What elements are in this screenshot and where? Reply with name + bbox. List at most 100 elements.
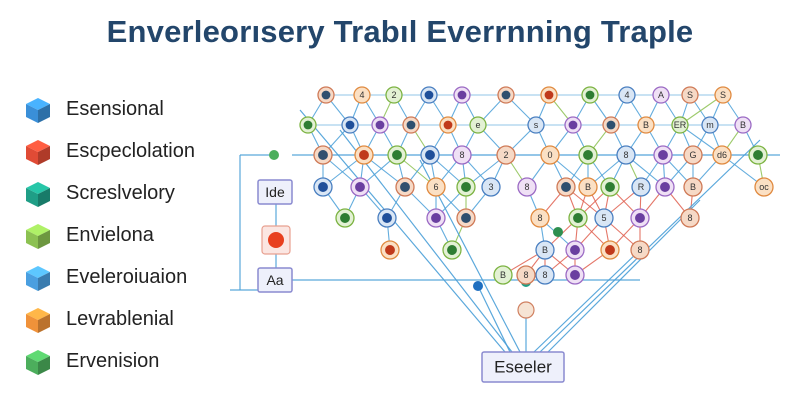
- node-dot: [443, 120, 453, 130]
- graph-node[interactable]: 2: [496, 145, 516, 165]
- graph-node[interactable]: 8: [452, 145, 472, 165]
- graph-node[interactable]: [380, 240, 400, 260]
- graph-node[interactable]: 8: [680, 208, 700, 228]
- graph-node[interactable]: 3: [481, 177, 501, 197]
- graph-node[interactable]: [600, 240, 620, 260]
- graph-node[interactable]: 5: [594, 208, 614, 228]
- graph-node[interactable]: [354, 145, 374, 165]
- legend-label: Levrablenial: [66, 308, 174, 330]
- graph-node[interactable]: [350, 177, 370, 197]
- graph-node[interactable]: 8: [535, 265, 555, 285]
- graph-node[interactable]: 2: [385, 86, 403, 104]
- node-circle: [680, 208, 700, 228]
- graph-node[interactable]: 4: [353, 86, 371, 104]
- graph-node[interactable]: [402, 116, 420, 134]
- graph-node[interactable]: m: [701, 116, 719, 134]
- graph-node[interactable]: [581, 86, 599, 104]
- bottom-node[interactable]: [517, 301, 535, 319]
- graph-node[interactable]: [456, 208, 476, 228]
- graph-node[interactable]: B: [578, 177, 598, 197]
- graph-node[interactable]: [653, 145, 673, 165]
- graph-node[interactable]: B: [734, 116, 752, 134]
- graph-node[interactable]: B: [535, 240, 555, 260]
- graph-node[interactable]: [371, 116, 389, 134]
- node-dot: [340, 213, 350, 223]
- graph-node[interactable]: 8: [516, 265, 536, 285]
- graph-node[interactable]: 8: [530, 208, 550, 228]
- graph-node[interactable]: 4: [618, 86, 636, 104]
- graph-node[interactable]: ER: [671, 116, 689, 134]
- node-dot: [753, 150, 763, 160]
- graph-node[interactable]: [387, 145, 407, 165]
- node-dot: [392, 150, 402, 160]
- graph-node[interactable]: d6: [712, 145, 732, 165]
- node-dot: [321, 90, 331, 100]
- graph-node[interactable]: [456, 177, 476, 197]
- graph-node[interactable]: [377, 208, 397, 228]
- graph-node[interactable]: [395, 177, 415, 197]
- graph-node[interactable]: [600, 177, 620, 197]
- graph-node[interactable]: [630, 208, 650, 228]
- node-label: B: [542, 245, 548, 255]
- graph-node[interactable]: [748, 145, 768, 165]
- graph-node[interactable]: [313, 145, 333, 165]
- graph-node[interactable]: 8: [517, 177, 537, 197]
- graph-node[interactable]: [453, 86, 471, 104]
- graph-node[interactable]: [556, 177, 576, 197]
- graph-node[interactable]: B: [637, 116, 655, 134]
- graph-node[interactable]: e: [469, 116, 487, 134]
- graph-node[interactable]: [568, 208, 588, 228]
- graph-node[interactable]: B: [683, 177, 703, 197]
- graph-node[interactable]: G: [683, 145, 703, 165]
- legend-item: Screslvelory: [22, 176, 252, 218]
- graph-node[interactable]: [565, 265, 585, 285]
- graph-node[interactable]: [426, 208, 446, 228]
- graph-node[interactable]: [578, 145, 598, 165]
- graph-node[interactable]: s: [527, 116, 545, 134]
- node-dot: [658, 150, 668, 160]
- legend-item: Ervenision: [22, 344, 252, 386]
- graph-node[interactable]: [313, 177, 333, 197]
- boxes-layer: Ide Aa Eseeler: [257, 179, 565, 383]
- legend-label: Eveleroiuaion: [66, 266, 188, 288]
- graph-node[interactable]: [335, 208, 355, 228]
- node-dot: [318, 150, 328, 160]
- node-dot: [605, 245, 615, 255]
- node-label: 4: [624, 90, 629, 100]
- graph-node[interactable]: R: [631, 177, 651, 197]
- node-circle: [734, 116, 752, 134]
- graph-node[interactable]: [420, 86, 438, 104]
- output-box[interactable]: [481, 351, 565, 383]
- graph-node[interactable]: [655, 177, 675, 197]
- graph-node[interactable]: [602, 116, 620, 134]
- graph-node[interactable]: oc: [754, 177, 774, 197]
- node-dot: [461, 182, 471, 192]
- legend-label: Escpeclolation: [66, 140, 195, 162]
- graph-node[interactable]: [341, 116, 359, 134]
- ide-box[interactable]: [257, 179, 293, 205]
- graph-node[interactable]: [439, 116, 457, 134]
- node-label: ER: [674, 120, 687, 130]
- node-circle: [754, 177, 774, 197]
- graph-node[interactable]: [420, 145, 440, 165]
- node-label: R: [638, 182, 645, 192]
- node-circle: [681, 86, 699, 104]
- legend-item: Esensional: [22, 92, 252, 134]
- graph-node[interactable]: [442, 240, 462, 260]
- graph-node[interactable]: [565, 240, 585, 260]
- graph-node[interactable]: B: [493, 265, 513, 285]
- graph-node[interactable]: 6: [426, 177, 446, 197]
- graph-node[interactable]: 8: [616, 145, 636, 165]
- graph-node[interactable]: 0: [540, 145, 560, 165]
- aa-box[interactable]: [257, 267, 293, 293]
- graph-node[interactable]: [497, 86, 515, 104]
- graph-node[interactable]: S: [681, 86, 699, 104]
- graph-node[interactable]: [540, 86, 558, 104]
- node-dot: [660, 182, 670, 192]
- graph-node[interactable]: [299, 116, 317, 134]
- graph-node[interactable]: 8: [630, 240, 650, 260]
- graph-node[interactable]: [564, 116, 582, 134]
- graph-node[interactable]: [317, 86, 335, 104]
- graph-node[interactable]: A: [652, 86, 670, 104]
- graph-node[interactable]: S: [714, 86, 732, 104]
